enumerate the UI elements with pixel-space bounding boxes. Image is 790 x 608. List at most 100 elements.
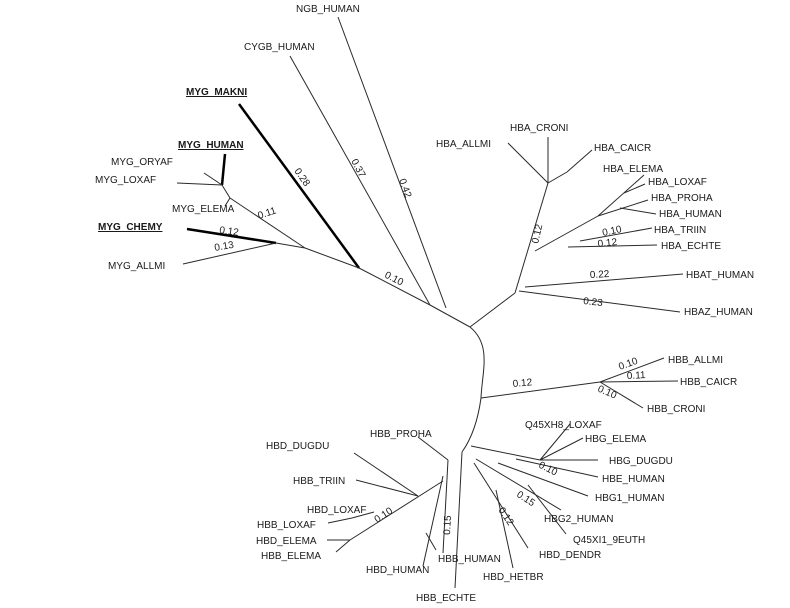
taxon-label: HBD_HETBR <box>483 572 544 583</box>
branch-hbg-group <box>470 445 541 461</box>
branch-q45xh8 <box>539 423 571 461</box>
branch-hbd-loxaf <box>351 511 375 519</box>
taxon-label: HBA_ECHTE <box>661 241 721 252</box>
taxon-label: HBE_HUMAN <box>602 474 665 485</box>
branch-myg-oryaf-join <box>221 184 231 199</box>
branch-length-label: 0.28 <box>292 166 312 189</box>
branch-hba-inner <box>534 215 599 252</box>
taxon-label: HBB_CRONI <box>647 404 705 415</box>
branch-hbg-elema <box>539 437 584 461</box>
branch-myg-allmi <box>182 242 277 265</box>
branch-hbd-dendr <box>473 462 529 549</box>
taxon-label: HBG_DUGDU <box>609 456 673 467</box>
taxon-label: CYGB_HUMAN <box>244 42 315 53</box>
taxon-label: HBA_TRIIN <box>654 225 706 236</box>
branch-hbb-human <box>442 459 449 554</box>
branch-hbb-low-arc <box>461 397 482 453</box>
taxon-label: HBB_ALLMI <box>668 355 723 366</box>
branch-hbb-caicr <box>599 380 679 383</box>
taxon-label: HBG_ELEMA <box>585 434 646 445</box>
branch-hba-human <box>619 207 657 215</box>
branch-hbd-hetbr <box>495 489 514 569</box>
taxon-label: Q45XI1_9EUTH <box>573 535 645 546</box>
branch-hbb-proha <box>417 436 449 461</box>
branch-length-label: 0.13 <box>214 240 236 254</box>
branch-ngb <box>337 16 447 309</box>
branch-center-hba <box>469 292 516 328</box>
branch-myg-elema <box>224 197 231 207</box>
taxon-label: MYG_ELEMA <box>172 204 235 215</box>
branch-hbd-human <box>422 475 444 567</box>
taxon-label: HBB_TRIIN <box>293 476 345 487</box>
branch-hbb-right-stem <box>480 381 601 399</box>
taxon-label: Q45XH8_LOXAF <box>525 420 602 431</box>
taxon-label: HBA_ELEMA <box>603 164 663 175</box>
taxon-label: HBAT_HUMAN <box>686 270 754 281</box>
branch-hba-caicr-join <box>547 171 568 184</box>
branch-length-label: 0.23 <box>583 296 604 309</box>
branch-hbb-echte <box>454 451 463 589</box>
branch-hba-echte <box>567 244 658 248</box>
taxon-label: HBAZ_HUMAN <box>684 307 753 318</box>
taxon-label: HBD_ELEMA <box>256 536 317 547</box>
taxon-label: HBB_LOXAF <box>257 520 316 531</box>
taxon-label: MYG_ORYAF <box>111 157 173 168</box>
branch-center-hbb-arc <box>469 326 485 399</box>
taxon-label: HBA_CAICR <box>594 143 651 154</box>
branch-hba-caicr <box>566 149 593 173</box>
branch-q45xi1 <box>527 484 567 535</box>
taxon-label: HBD_HUMAN <box>366 565 429 576</box>
taxon-label: HBD_DENDR <box>539 550 601 561</box>
taxon-label: HBA_HUMAN <box>659 209 722 220</box>
branch-hbb-croni <box>599 381 644 409</box>
branch-myg-clade <box>229 197 306 249</box>
branch-length-label: 0.42 <box>396 177 413 199</box>
branch-cygb <box>289 55 431 306</box>
taxon-label: HBA_CRONI <box>510 123 568 134</box>
taxon-label: HBB_PROHA <box>370 429 432 440</box>
branch-myg-makni <box>237 103 361 269</box>
branch-length-label: 0.10 <box>596 384 619 402</box>
branch-length-label: 0.12 <box>219 225 240 239</box>
branch-length-label: 0.11 <box>627 370 647 382</box>
taxon-label: HBB_ECHTE <box>416 593 476 604</box>
taxon-label: HBB_CAICR <box>680 377 737 388</box>
taxon-label: MYG_LOXAF <box>95 175 156 186</box>
branch-hba-allmi <box>507 142 549 184</box>
taxon-label: HBB_ELEMA <box>261 551 321 562</box>
branch-hbd-subgroup <box>349 480 444 541</box>
branch-myg-chemy-join <box>275 242 306 249</box>
taxon-label: HBD_LOXAF <box>307 505 366 516</box>
branch-hbg1 <box>497 462 589 497</box>
taxon-label-highlighted: MYG_MAKNI <box>186 87 247 98</box>
branch-length-label: 0.15 <box>442 515 454 535</box>
branch-length-label: 0.22 <box>590 269 610 281</box>
branch-hbd-human-join <box>425 532 437 551</box>
taxon-label: HBA_ALLMI <box>436 139 491 150</box>
taxon-label: HBA_PROHA <box>651 193 713 204</box>
branch-hbb-triin <box>355 479 419 497</box>
branch-hba-loxaf <box>623 183 646 194</box>
taxon-label: HBG1_HUMAN <box>595 493 664 504</box>
taxon-label: HBA_LOXAF <box>648 177 707 188</box>
branch-center-myg <box>429 304 471 328</box>
taxon-label: HBD_DUGDU <box>266 441 329 452</box>
branch-myg-stem <box>358 267 431 306</box>
taxon-label: NGB_HUMAN <box>296 4 360 15</box>
branch-myg-chemy <box>186 227 277 245</box>
branch-hba-triin <box>579 227 653 242</box>
branch-hbb-loxaf <box>327 517 353 524</box>
branch-myg-oryaf <box>203 172 223 186</box>
branch-length-label: 0.12 <box>512 377 533 390</box>
branch-length-label: 0.10 <box>537 460 560 479</box>
branch-hbd-dugdu <box>353 452 419 497</box>
taxon-label-highlighted: MYG_CHEMY <box>98 222 163 233</box>
branch-hba-stem <box>514 182 549 294</box>
branch-length-label: 0.12 <box>530 223 545 245</box>
branch-length-label: 0.10 <box>601 224 623 239</box>
branch-hbg2 <box>475 458 562 511</box>
taxon-label: HBB_HUMAN <box>438 554 501 565</box>
branch-length-label: 0.12 <box>597 237 618 250</box>
branch-hbe <box>515 458 599 478</box>
